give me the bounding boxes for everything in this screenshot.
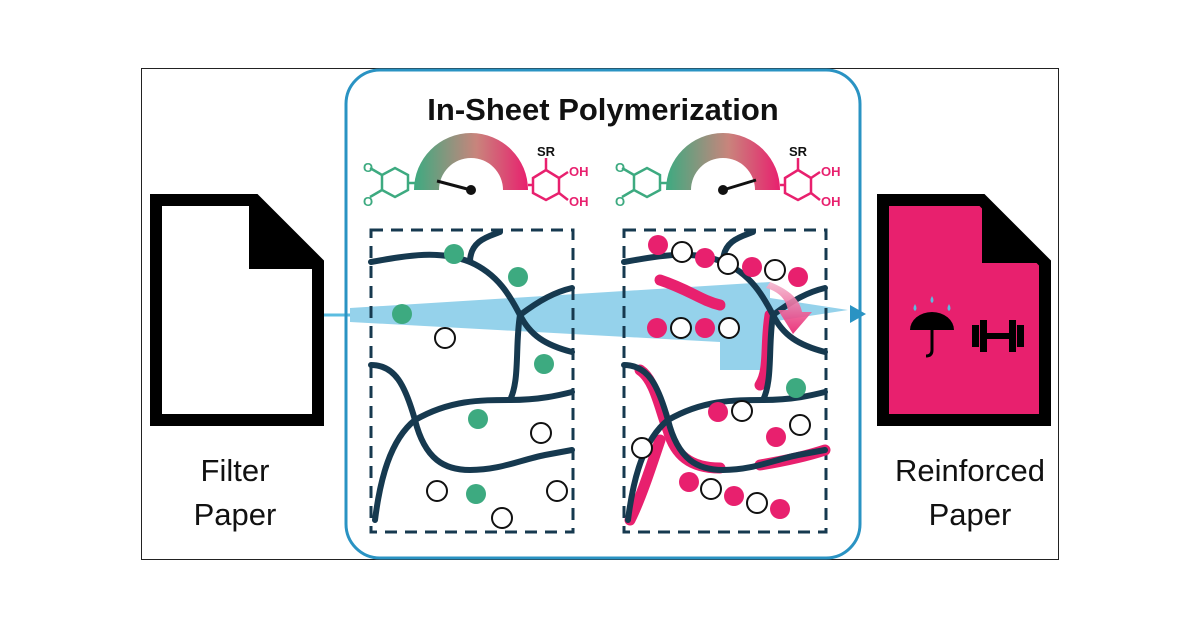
molecules-right	[631, 235, 811, 519]
catechol-structure-right	[780, 158, 821, 202]
oxygen-label: O	[615, 194, 625, 209]
oxygen-label: O	[363, 194, 373, 209]
fiber-network-after	[622, 228, 828, 534]
reaction-arrow-icon	[766, 282, 812, 334]
catechol-structure-left	[528, 158, 569, 202]
filter-paper-document-icon	[150, 194, 324, 426]
reinforced-paper-label: Reinforced Paper	[880, 449, 1060, 537]
label-line: Filter	[200, 453, 270, 488]
cellulose-fibers-left	[368, 229, 575, 523]
umbrella-rain-icon	[910, 296, 954, 358]
hydroxyl-label: OH	[821, 164, 841, 179]
molecules-left	[392, 244, 568, 529]
cellulose-fibers-right	[621, 229, 828, 523]
fiber-network-before	[369, 228, 575, 534]
gauge-icon	[414, 133, 528, 195]
reinforced-paper-document-icon	[877, 194, 1051, 426]
hydroxyl-label: OH	[821, 194, 841, 209]
hydroxyl-label: OH	[569, 164, 589, 179]
label-line: Reinforced	[895, 453, 1045, 488]
oxygen-label: O	[615, 160, 625, 175]
dumbbell-icon	[972, 320, 1024, 352]
thiol-label: SR	[789, 144, 808, 159]
filter-paper-label: Filter Paper	[160, 449, 310, 537]
polymerization-panel	[344, 68, 862, 560]
hydroxyl-label: OH	[569, 194, 589, 209]
label-line: Paper	[928, 497, 1012, 532]
gauge-icon	[666, 133, 780, 195]
panel-title: In-Sheet Polymerization	[427, 92, 779, 127]
thiol-label: SR	[537, 144, 556, 159]
oxygen-label: O	[363, 160, 373, 175]
quinone-structure-right	[621, 166, 668, 199]
quinone-structure-left	[369, 166, 418, 199]
label-line: Paper	[193, 497, 277, 532]
